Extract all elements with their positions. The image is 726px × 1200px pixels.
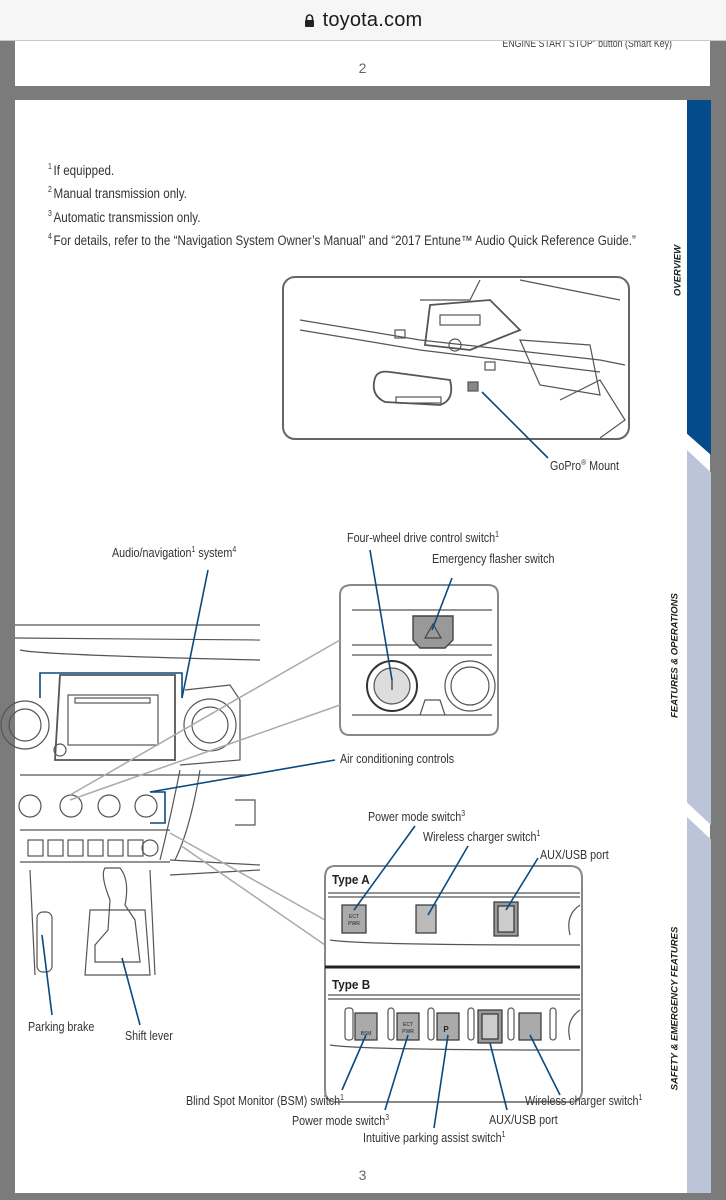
switch-closeup-illustration bbox=[339, 584, 499, 736]
pwr-glyph: PWR bbox=[402, 1029, 414, 1035]
panel-type-a-label: Type A bbox=[332, 872, 370, 887]
callout-leader-lines bbox=[39, 391, 561, 1129]
previous-page-cut-text: ENGINE START STOP” button (Smart Key) bbox=[502, 38, 672, 50]
callout-type-a-power-mode: Power mode switch3 bbox=[368, 809, 466, 824]
callout-emergency-flasher: Emergency flasher switch bbox=[432, 552, 555, 566]
console-switch-panel-illustration bbox=[324, 865, 583, 1103]
tab-features-operations[interactable] bbox=[687, 450, 711, 825]
overhead-console-illustration bbox=[282, 276, 630, 440]
callout-type-b-intuitive-parking: Intuitive parking assist switch1 bbox=[363, 1130, 506, 1145]
panel-type-b-label: Type B bbox=[332, 977, 371, 992]
previous-page: ENGINE START STOP” button (Smart Key) 2 bbox=[15, 38, 710, 86]
pwr-glyph: PWR bbox=[348, 921, 360, 927]
callout-audio-navigation: Audio/navigation1 system4 bbox=[112, 545, 237, 560]
tab-safety-emergency[interactable] bbox=[687, 817, 711, 1193]
lock-icon bbox=[304, 13, 315, 27]
callout-type-b-aux-usb: AUX/USB port bbox=[489, 1113, 558, 1127]
tab-label-features-operations: FEATURES & OPERATIONS bbox=[669, 593, 681, 718]
tab-label-overview: OVERVIEW bbox=[672, 244, 684, 297]
tab-label-safety-emergency: SAFETY & EMERGENCY FEATURES bbox=[669, 926, 681, 1091]
callout-gopro-mount: GoPro® Mount bbox=[550, 458, 620, 473]
ect-glyph: ECT bbox=[403, 1022, 413, 1028]
callout-air-conditioning: Air conditioning controls bbox=[340, 752, 455, 766]
url-text: toyota.com bbox=[322, 8, 423, 31]
parking-glyph: P bbox=[443, 1025, 449, 1034]
callout-type-b-wireless-charger: Wireless charger switch1 bbox=[525, 1093, 643, 1108]
browser-url-bar[interactable]: toyota.com bbox=[0, 0, 726, 41]
callout-type-b-bsm: Blind Spot Monitor (BSM) switch1 bbox=[186, 1093, 344, 1108]
previous-page-number: 2 bbox=[358, 60, 367, 76]
callout-type-a-wireless-charger: Wireless charger switch1 bbox=[423, 829, 541, 844]
tab-overview[interactable] bbox=[687, 100, 711, 455]
section-tabs bbox=[687, 100, 711, 1193]
bsm-glyph: BSM bbox=[361, 1031, 372, 1037]
callout-shift-lever: Shift lever bbox=[125, 1029, 173, 1043]
callout-type-a-aux-usb: AUX/USB port bbox=[540, 848, 609, 862]
callout-type-b-power-mode: Power mode switch3 bbox=[292, 1113, 390, 1128]
page-number: 3 bbox=[358, 1167, 367, 1183]
callout-four-wheel-drive: Four-wheel drive control switch1 bbox=[347, 530, 500, 545]
ect-glyph: ECT bbox=[349, 914, 359, 920]
callout-parking-brake: Parking brake bbox=[28, 1020, 95, 1034]
